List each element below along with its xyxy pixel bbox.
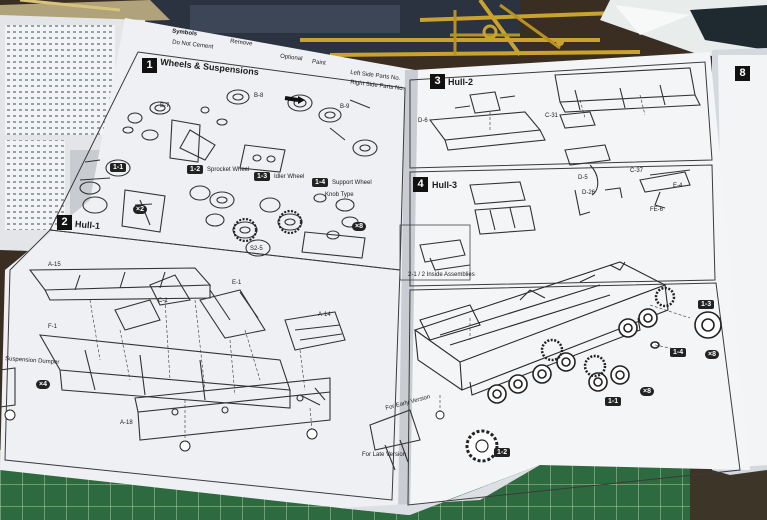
qty-x8-a: ×8 [705, 350, 719, 359]
part-c31: C-31 [545, 113, 559, 119]
part-b8: B-8 [254, 93, 264, 99]
step-title-hull3: Hull-3 [432, 180, 458, 190]
clear-parts-bag [600, 0, 767, 60]
part-e1: E-1 [232, 280, 242, 286]
badge-1-2: 1-2 [494, 448, 511, 457]
part-e4: E-4 [673, 183, 683, 189]
step4-drawings [419, 169, 691, 271]
part-d6: D-6 [418, 118, 428, 124]
qty-x2: ×2 [133, 205, 147, 214]
left-page [0, 18, 415, 515]
substep-1-2: 1-2 [187, 165, 204, 174]
substep-1-3-title: Idler Wheel [274, 174, 305, 180]
badge-1-3: 1-3 [698, 300, 715, 309]
knob-type-label: Knob Type [325, 192, 354, 198]
part-s25: S2-5 [250, 246, 263, 252]
qty-x4: ×4 [36, 380, 50, 389]
step-number-3: 3 [430, 74, 445, 89]
step1-drawings [79, 89, 378, 259]
hull-assembly [413, 261, 669, 396]
part-f1: F-1 [48, 324, 57, 330]
substep-1-3: 1-3 [254, 172, 271, 181]
inside-assemblies-label: 2-1 / 2 Inside Assemblies [408, 272, 475, 278]
step2-drawings [0, 267, 346, 441]
substep-1-1: 1-1 [110, 163, 127, 172]
part-a18: A-18 [120, 420, 133, 426]
part-b9: B-9 [340, 104, 350, 110]
badge-1-1: 1-1 [605, 397, 622, 406]
sprocket-wheel [465, 429, 499, 463]
step-number-1: 1 [142, 58, 157, 73]
part-c1: C-1 [158, 298, 168, 304]
qty-x8-step1: ×8 [352, 222, 366, 231]
step-number-2: 2 [57, 215, 72, 230]
road-wheels [487, 308, 722, 404]
part-b7: B-7 [160, 103, 170, 109]
label-late-version: For Late Version [362, 452, 407, 458]
step-title-hull1: Hull-1 [74, 218, 101, 232]
badge-1-4: 1-4 [670, 348, 687, 357]
part-d5: D-5 [578, 175, 588, 181]
qty-x8-b: ×8 [640, 387, 654, 396]
part-a15: A-15 [48, 262, 61, 268]
substep-1-4: 1-4 [312, 178, 329, 187]
part-a14: A-14 [318, 312, 331, 318]
part-d26: D-26 [582, 190, 596, 196]
step-number-4: 4 [413, 177, 428, 192]
step3-drawings [428, 67, 701, 151]
substep-1-4-title: Support Wheel [332, 180, 372, 186]
step-title-hull2: Hull-2 [448, 77, 474, 87]
substep-1-2-title: Sprocket Wheel [207, 167, 250, 173]
part-c37: C-37 [630, 168, 644, 174]
part-fe6: FE-6 [650, 207, 664, 213]
step-number-8: 8 [735, 66, 750, 81]
